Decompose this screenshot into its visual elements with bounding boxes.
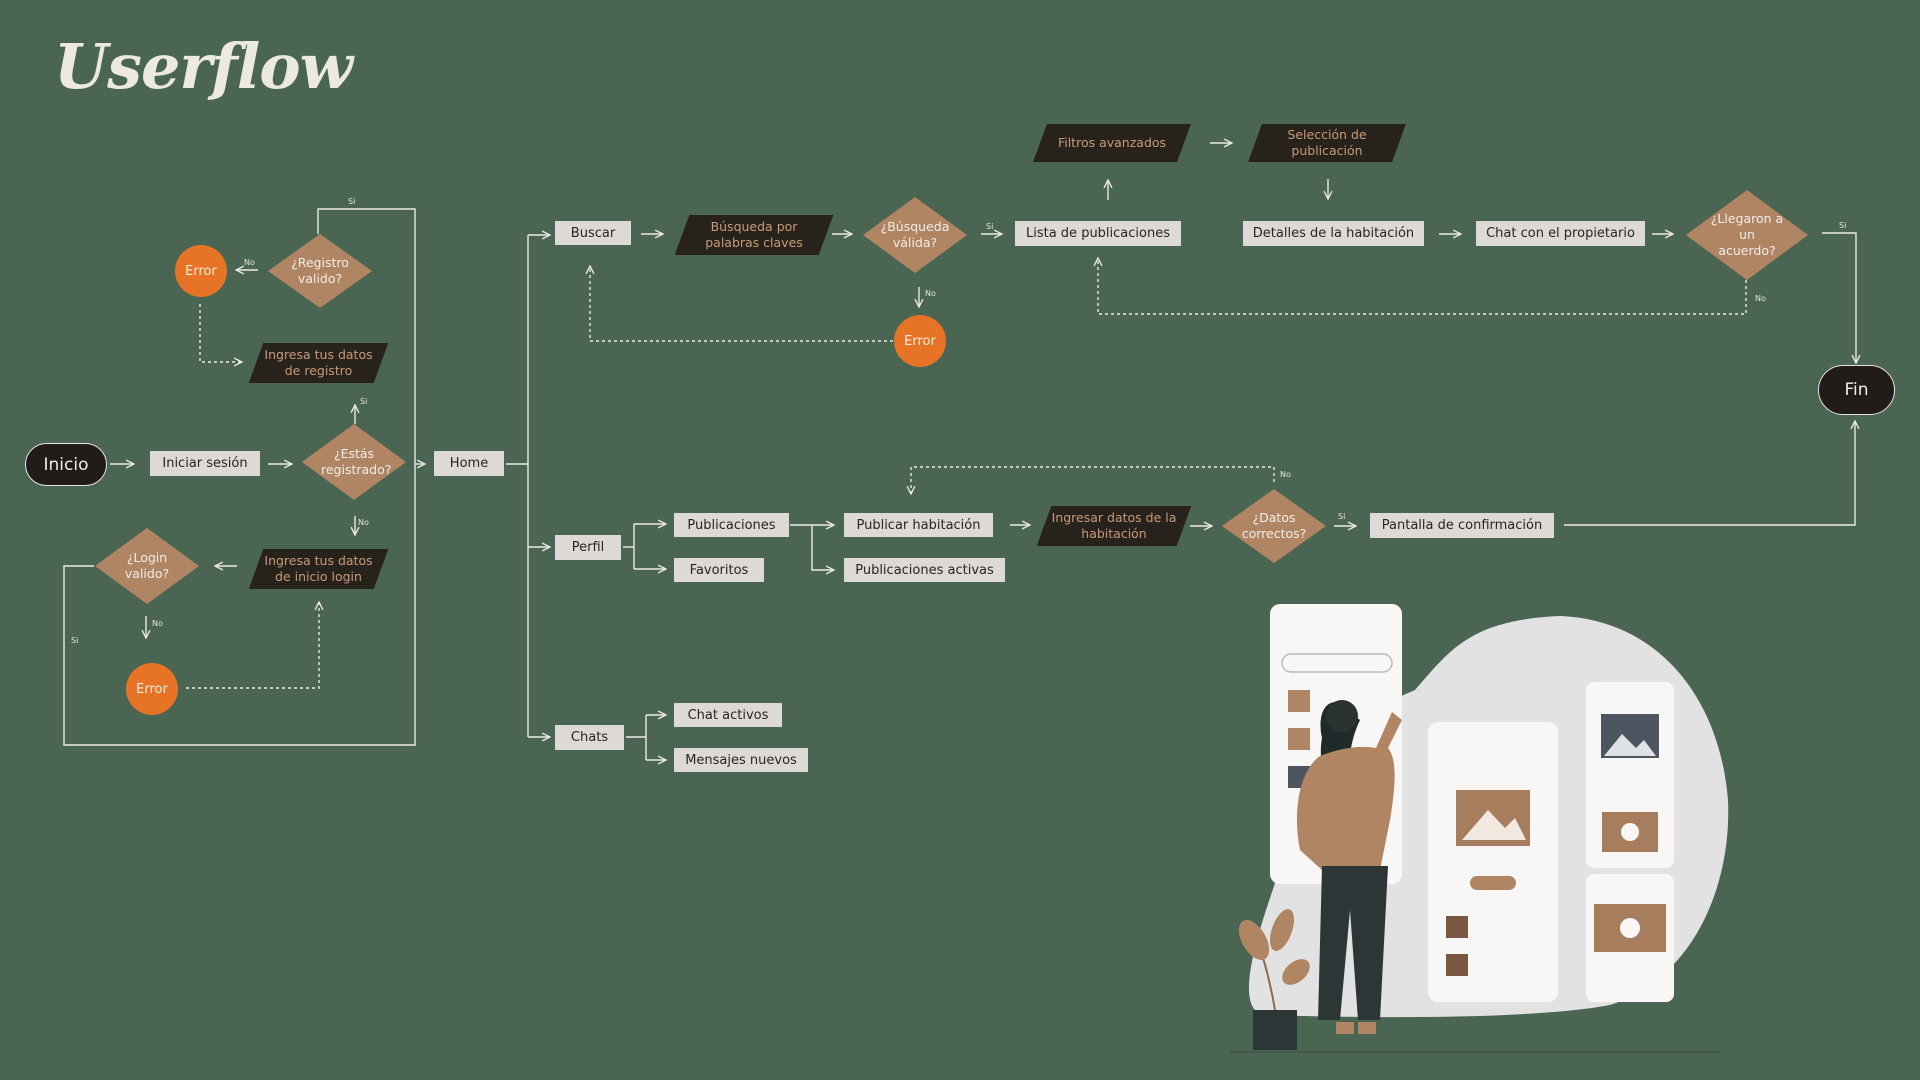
llegaron-acuerdo-label: ¿Llegaron a un acuerdo? [1710, 211, 1784, 258]
publicar-habitacion-box[interactable]: Publicar habitación [844, 513, 993, 537]
ingresar-datos-box[interactable]: Ingresar datos de la habitación [1044, 506, 1184, 546]
ingresa-login-box[interactable]: Ingresa tus datos de inicio login [256, 549, 381, 589]
start-terminal[interactable]: Inicio [25, 443, 107, 486]
perfil-box[interactable]: Perfil [555, 535, 621, 560]
ingresa-registro-box[interactable]: Ingresa tus datos de registro [256, 343, 381, 383]
edge-label-no: No [244, 258, 255, 267]
edge-label-si: Si [986, 222, 994, 231]
datos-correctos-label: ¿Datos correctos? [1241, 510, 1307, 541]
error-busqueda-circle: Error [894, 315, 946, 367]
edge-label-si: Si [1338, 512, 1346, 521]
edge-label-si: Si [348, 197, 356, 206]
login-valido-label: ¿Login valido? [124, 550, 170, 581]
login-valido-diamond: ¿Login valido? [95, 528, 199, 604]
iniciar-sesion-box[interactable]: Iniciar sesión [150, 451, 260, 476]
error-login-circle: Error [126, 663, 178, 715]
estas-registrado-diamond: ¿Estás registrado? [302, 424, 406, 500]
busqueda-palabras-label: Búsqueda por palabras claves [705, 219, 803, 250]
edge-label-no: No [152, 619, 163, 628]
lista-publicaciones-box[interactable]: Lista de publicaciones [1015, 221, 1181, 246]
registro-valido-label: ¿Registro valido? [291, 255, 349, 286]
chat-propietario-box[interactable]: Chat con el propietario [1476, 221, 1645, 246]
ingresar-datos-label: Ingresar datos de la habitación [1051, 510, 1177, 541]
publicaciones-box[interactable]: Publicaciones [674, 513, 789, 537]
page-title: Userflow [54, 30, 353, 103]
datos-correctos-diamond: ¿Datos correctos? [1222, 489, 1326, 563]
chat-activos-box[interactable]: Chat activos [674, 703, 782, 727]
pantalla-confirmacion-box[interactable]: Pantalla de confirmación [1370, 513, 1554, 538]
edge-label-no: No [1755, 294, 1766, 303]
edge-label-no: No [1280, 470, 1291, 479]
llegaron-acuerdo-diamond: ¿Llegaron a un acuerdo? [1686, 190, 1808, 280]
mensajes-nuevos-box[interactable]: Mensajes nuevos [674, 748, 808, 772]
home-box[interactable]: Home [434, 451, 504, 476]
publicaciones-activas-box[interactable]: Publicaciones activas [844, 558, 1005, 582]
estas-registrado-label: ¿Estás registrado? [321, 446, 392, 477]
edge-label-si: Si [360, 397, 368, 406]
buscar-box[interactable]: Buscar [555, 221, 631, 245]
edge-label-no: No [925, 289, 936, 298]
busqueda-palabras-box[interactable]: Búsqueda por palabras claves [682, 215, 826, 255]
edge-label-si: Si [1839, 221, 1847, 230]
ingresa-login-label: Ingresa tus datos de inicio login [264, 553, 373, 584]
filtros-avanzados-label: Filtros avanzados [1057, 135, 1167, 150]
seleccion-publicacion-label: Selección de publicación [1287, 127, 1367, 158]
seleccion-publicacion-box[interactable]: Selección de publicación [1255, 124, 1399, 162]
ingresa-registro-label: Ingresa tus datos de registro [264, 347, 373, 378]
favoritos-box[interactable]: Favoritos [674, 558, 764, 582]
chats-box[interactable]: Chats [555, 725, 624, 750]
detalles-habitacion-box[interactable]: Detalles de la habitación [1243, 221, 1424, 246]
illustration [1230, 604, 1729, 1053]
edge-label-no: No [358, 518, 369, 527]
error-registro-circle: Error [175, 245, 227, 297]
filtros-avanzados-box[interactable]: Filtros avanzados [1040, 124, 1184, 162]
busqueda-valida-label: ¿Búsqueda válida? [880, 219, 950, 250]
busqueda-valida-diamond: ¿Búsqueda válida? [863, 197, 967, 273]
registro-valido-diamond: ¿Registro valido? [268, 234, 372, 308]
edge-label-si: Si [71, 636, 79, 645]
end-terminal[interactable]: Fin [1818, 365, 1895, 415]
